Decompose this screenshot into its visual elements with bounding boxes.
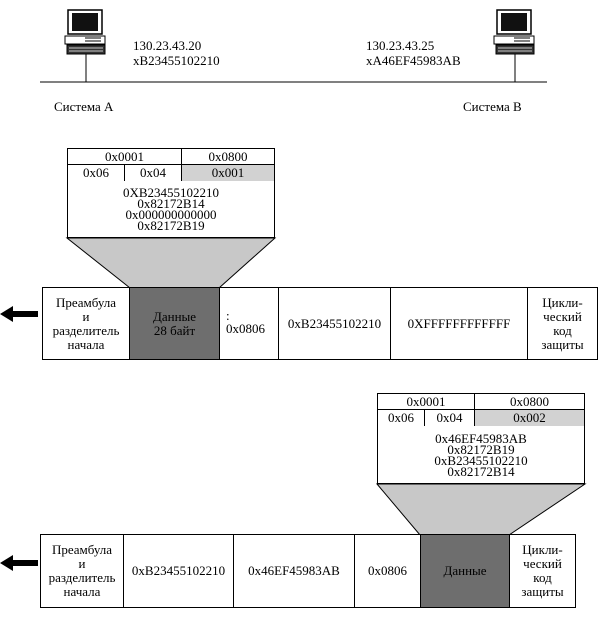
- type-field: : 0x0806: [219, 287, 279, 360]
- address-line: 0xB23455102210: [434, 452, 528, 468]
- source-address-field: 0x46EF45983AB: [233, 534, 355, 608]
- arrow-left-icon: [0, 306, 38, 322]
- data-field: Данные: [420, 534, 510, 608]
- opcode-cell: 0x002: [474, 409, 585, 427]
- preamble-field: Преамбула и разделитель начала: [40, 534, 124, 608]
- address-line: 0XB23455102210: [122, 185, 220, 200]
- expand-trapezoid-request: [65, 237, 277, 289]
- crc-field: Цикли- ческий код защиты: [509, 534, 576, 608]
- header-cell: 0x0001: [67, 148, 182, 165]
- system-a-label: Система А: [54, 99, 114, 114]
- header-cell: 0x0001: [377, 393, 475, 410]
- system-b-label: Система В: [463, 99, 522, 114]
- arp-request-addresses: 0XB23455102210 0x82172B14 0x000000000000…: [67, 181, 275, 238]
- system-a-mac: xB23455102210: [133, 53, 220, 68]
- header-cell: 0x04: [424, 409, 475, 427]
- type-field: 0x0806: [354, 534, 421, 608]
- address-line: 0x82172B14: [447, 463, 515, 479]
- address-line: 0x000000000000: [125, 207, 217, 222]
- destination-address-field: 0xB23455102210: [123, 534, 234, 608]
- arrow-left-icon: [0, 555, 38, 571]
- preamble-field: Преамбула и разделитель начала: [42, 287, 130, 360]
- expand-trapezoid-reply: [375, 483, 587, 536]
- address-line: 0x46EF45983AB: [435, 430, 527, 446]
- crc-field: Цикли- ческий код защиты: [527, 287, 598, 360]
- header-cell: 0x0800: [474, 393, 585, 410]
- header-cell: 0x04: [124, 164, 182, 182]
- system-b-mac: xA46EF45983AB: [366, 53, 461, 68]
- source-address-field: 0xB23455102210: [278, 287, 391, 360]
- header-cell: 0x06: [377, 409, 425, 427]
- header-cell: 0x0800: [181, 148, 275, 165]
- destination-address-field: 0XFFFFFFFFFFFF: [390, 287, 528, 360]
- computer-icon: [64, 9, 106, 55]
- address-line: 0x82172B19: [447, 441, 515, 457]
- address-line: 0x82172B19: [137, 218, 205, 233]
- address-line: 0x82172B14: [137, 196, 205, 211]
- opcode-cell: 0x001: [181, 164, 275, 182]
- arp-reply-addresses: 0x46EF45983AB 0x82172B19 0xB23455102210 …: [377, 426, 585, 484]
- system-b-ip: 130.23.43.25: [366, 38, 435, 53]
- data-field: Данные 28 байт: [129, 287, 220, 360]
- computer-icon: [493, 9, 535, 55]
- header-cell: 0x06: [67, 164, 125, 182]
- system-a-ip: 130.23.43.20: [133, 38, 202, 53]
